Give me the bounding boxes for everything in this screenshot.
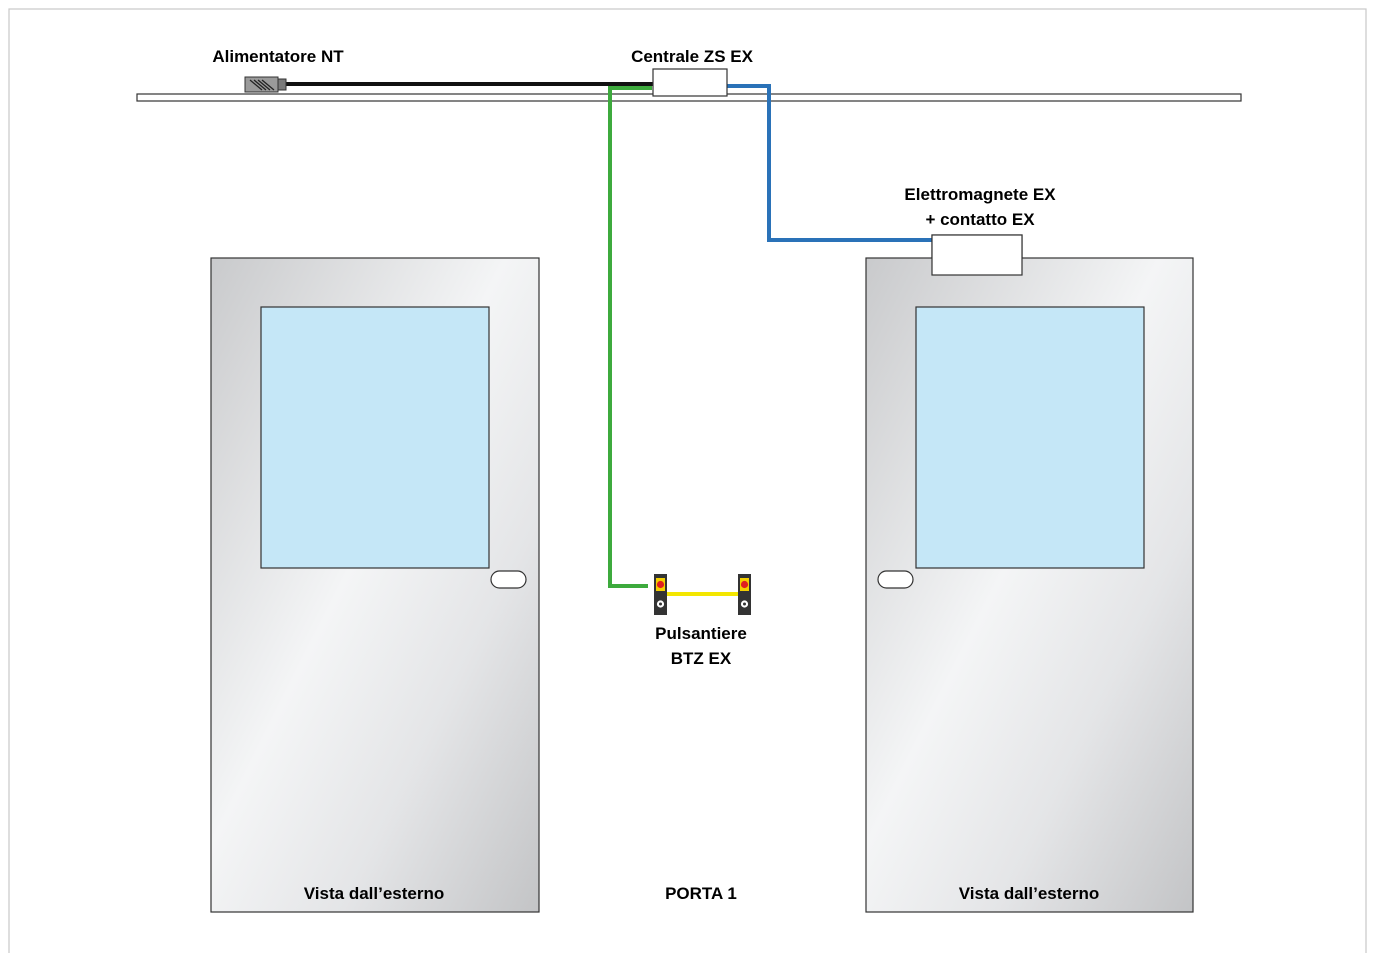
right-door-glass xyxy=(915,306,1145,569)
push-button-icon xyxy=(738,574,751,615)
power-supply-icon xyxy=(244,76,287,93)
left-door-caption: Vista dall’esterno xyxy=(304,884,444,903)
left-door-glass xyxy=(260,306,490,569)
left-door-handle xyxy=(490,570,527,589)
power-supply-label: Alimentatore NT xyxy=(212,47,344,66)
control-unit-box xyxy=(652,68,728,97)
right-door-caption: Vista dall’esterno xyxy=(959,884,1099,903)
electromagnet-box-front xyxy=(931,234,1023,276)
right-door xyxy=(865,257,1194,913)
buttons-label-line1: Pulsantiere xyxy=(655,624,747,643)
left-door xyxy=(210,257,540,913)
outer-frame xyxy=(8,8,1367,953)
push-button-icon xyxy=(654,574,667,615)
door-caption: PORTA 1 xyxy=(665,884,737,903)
blue-cable xyxy=(727,84,932,242)
right-door-handle xyxy=(877,570,914,589)
green-cable xyxy=(608,86,652,588)
control-unit-label: Centrale ZS EX xyxy=(631,47,754,66)
electromagnet-label-line1: Elettromagnete EX xyxy=(904,185,1056,204)
buttons-label-line2: BTZ EX xyxy=(671,649,732,668)
electromagnet-label-line2: + contatto EX xyxy=(925,210,1035,229)
